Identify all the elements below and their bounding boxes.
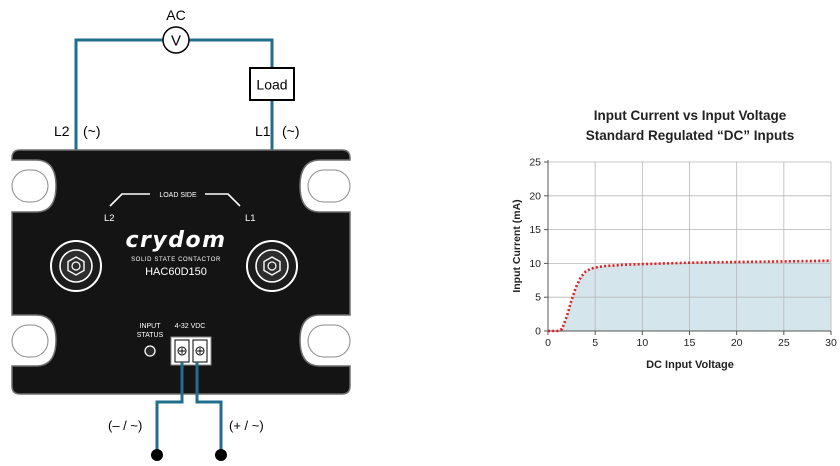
wire-negative xyxy=(155,362,184,453)
voltage-label: 4-32 VDC xyxy=(175,323,206,330)
terminal-l1 xyxy=(246,240,298,292)
input-status-led xyxy=(144,345,156,357)
control-wiring xyxy=(155,362,223,453)
negative-label: (– / ~) xyxy=(108,418,142,433)
terminal-l2 xyxy=(50,240,102,292)
load-side-bracket xyxy=(109,193,241,207)
input-status-label-line1: INPUT xyxy=(140,323,162,330)
contactor-body xyxy=(11,149,351,395)
wire-l1-top xyxy=(189,38,274,68)
y-tick-label: 25 xyxy=(529,157,541,169)
x-tick-label: 30 xyxy=(825,337,837,349)
input-status-label-line2: STATUS xyxy=(137,332,164,339)
contactor-outline xyxy=(11,149,351,395)
mount-slot-top-left xyxy=(11,169,49,203)
x-tick-label: 5 xyxy=(592,337,598,349)
x-tick-label: 10 xyxy=(636,337,648,349)
voltmeter-symbol: V xyxy=(171,33,181,50)
l1-label: L1 xyxy=(255,123,271,139)
terminal-dot-negative xyxy=(151,449,163,461)
y-axis-label: Input Current (mA) xyxy=(511,199,523,292)
x-axis-label: DC Input Voltage xyxy=(646,359,734,371)
inner-l2-label: L2 xyxy=(104,213,115,224)
y-tick-label: 10 xyxy=(529,258,541,270)
mount-slot-bottom-left xyxy=(11,324,49,358)
brand-logo: crydom xyxy=(125,228,226,253)
chart: Input Current vs Input Voltage Standard … xyxy=(511,108,837,371)
l2-tilde-label: (~) xyxy=(83,123,101,139)
positive-label: (+ / ~) xyxy=(229,418,264,433)
ac-label: AC xyxy=(166,7,185,23)
x-tick-label: 25 xyxy=(778,337,790,349)
mount-slot-top-right xyxy=(307,169,351,203)
terminal-dot-positive xyxy=(215,449,227,461)
x-tick-label: 20 xyxy=(731,337,743,349)
load-label: Load xyxy=(256,77,287,93)
chart-subtitle: Standard Regulated “DC” Inputs xyxy=(586,128,795,143)
y-tick-label: 5 xyxy=(535,292,541,304)
model-number: HAC60D150 xyxy=(145,266,207,278)
l1-tilde-label: (~) xyxy=(282,123,300,139)
load-side-label: LOAD SIDE xyxy=(159,192,197,199)
load-box: Load xyxy=(249,67,295,101)
mount-slot-bottom-right xyxy=(307,324,351,358)
chart-title: Input Current vs Input Voltage xyxy=(594,108,787,123)
chart-plot-area: 0 5 10 15 20 25 30 0 5 10 15 20 25 xyxy=(529,157,837,350)
voltmeter-circle xyxy=(162,26,190,54)
series-line xyxy=(548,259,832,333)
l2-label: L2 xyxy=(54,123,70,139)
x-tick-label: 0 xyxy=(545,337,551,349)
wire-positive xyxy=(195,362,223,453)
y-tick-label: 20 xyxy=(529,190,541,202)
x-tick-label: 15 xyxy=(684,337,696,349)
voltmeter: V xyxy=(162,26,190,54)
y-tick-label: 15 xyxy=(529,224,541,236)
inner-l1-label: L1 xyxy=(245,213,256,224)
control-terminal-block xyxy=(170,336,212,366)
y-tick-label: 0 xyxy=(535,326,541,338)
device-subtitle: SOLID STATE CONTACTOR xyxy=(131,257,221,263)
